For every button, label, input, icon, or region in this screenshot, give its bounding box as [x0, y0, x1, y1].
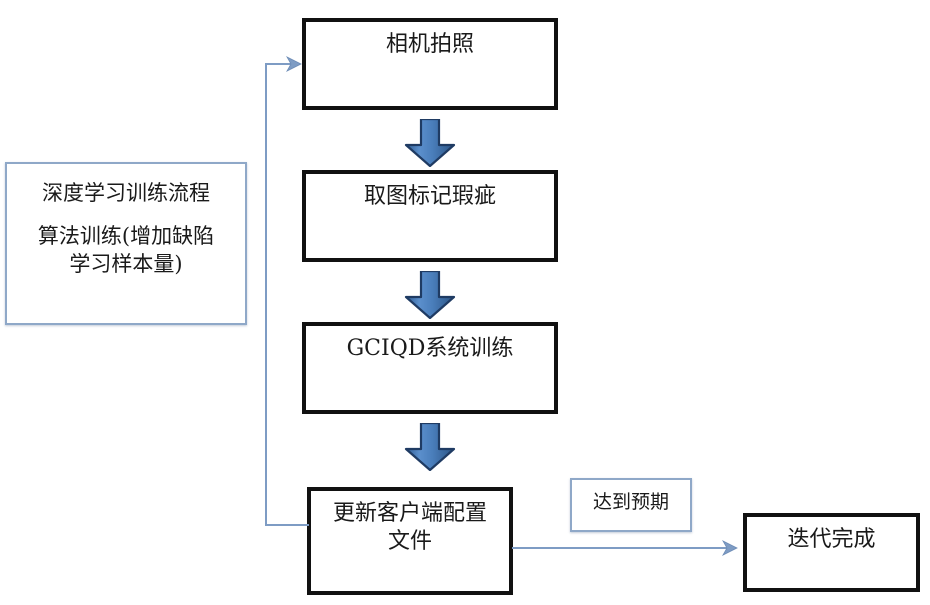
node-iteration-done-label: 迭代完成 — [787, 527, 876, 552]
feedback-loop-arrowhead-icon — [286, 56, 302, 72]
label-meets-expectation: 达到预期 — [570, 478, 692, 532]
flow-arrow-update-to-done-arrowhead-icon — [722, 540, 738, 556]
block-arrow-down-capture-to-mark — [404, 119, 456, 167]
node-camera-capture-label: 相机拍照 — [385, 32, 474, 57]
node-mark-defects[interactable]: 取图标记瑕疵 — [302, 170, 558, 262]
flow-arrow-update-to-done-line — [512, 547, 734, 549]
annotation-panel: 深度学习训练流程 算法训练(增加缺陷 学习样本量) — [5, 162, 247, 325]
node-mark-defects-label: 取图标记瑕疵 — [363, 184, 496, 209]
annotation-body: 算法训练(增加缺陷 学习样本量) — [37, 224, 215, 276]
label-meets-expectation-text: 达到预期 — [592, 491, 669, 513]
annotation-heading: 深度学习训练流程 — [42, 181, 210, 205]
node-update-client-config[interactable]: 更新客户端配置 文件 — [307, 487, 513, 595]
node-gciqd-training[interactable]: GCIQD系统训练 — [302, 322, 558, 414]
feedback-loop-segment-top — [265, 63, 298, 65]
node-iteration-done[interactable]: 迭代完成 — [743, 513, 920, 592]
feedback-loop-segment-bottom — [265, 524, 309, 526]
block-arrow-down-training-to-update — [404, 423, 456, 471]
node-gciqd-training-label: GCIQD系统训练 — [346, 336, 514, 361]
block-arrow-down-mark-to-training — [404, 271, 456, 319]
node-camera-capture[interactable]: 相机拍照 — [302, 18, 558, 110]
feedback-loop-segment-vertical — [265, 64, 267, 526]
node-update-client-config-label: 更新客户端配置 文件 — [332, 501, 487, 555]
